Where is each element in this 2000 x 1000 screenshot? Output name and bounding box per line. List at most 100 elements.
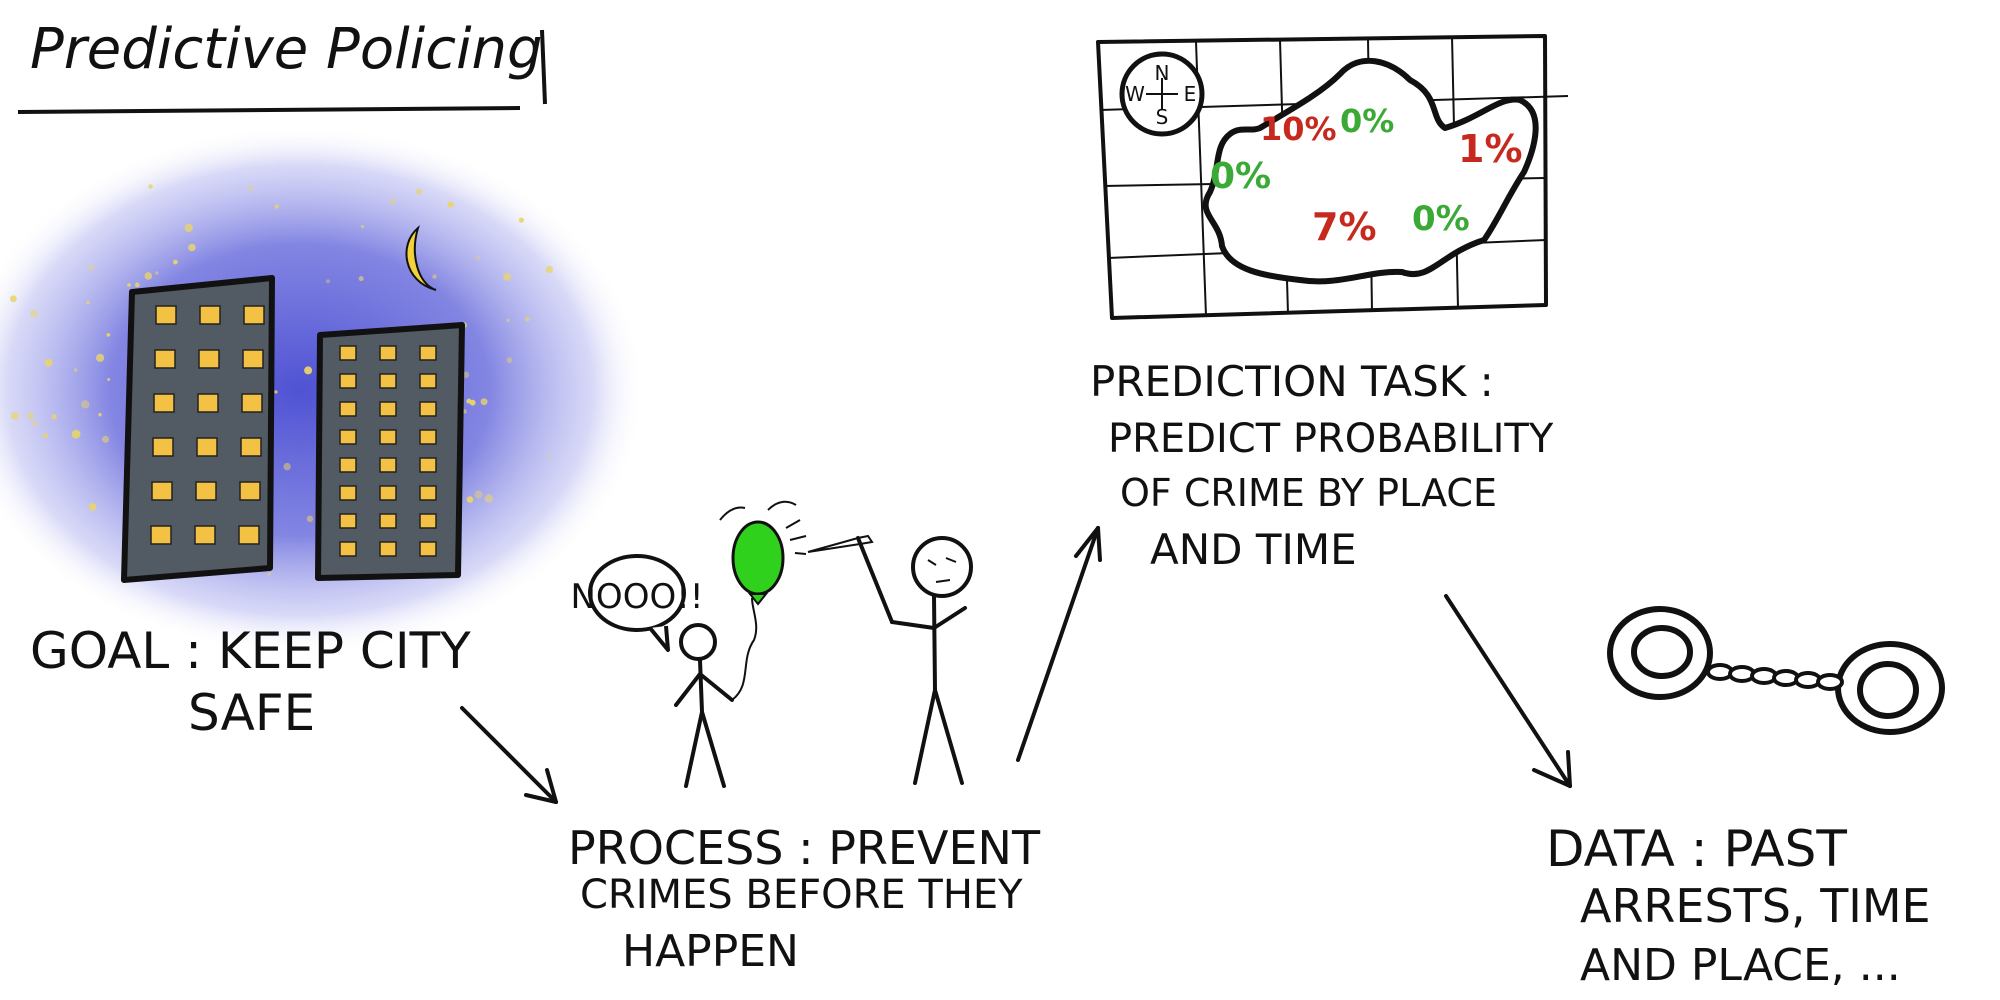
star xyxy=(474,490,483,499)
star xyxy=(447,201,454,208)
star xyxy=(484,494,493,503)
star xyxy=(51,414,57,420)
star xyxy=(518,217,525,223)
process-block: PROCESS : PREVENT CRIMES BEFORE THEY HAP… xyxy=(568,821,1041,977)
compass-south: S xyxy=(1156,105,1169,129)
building-window xyxy=(339,513,357,529)
building-window xyxy=(379,345,397,361)
star xyxy=(98,413,102,417)
star xyxy=(480,398,488,406)
building-window xyxy=(419,429,437,445)
building-window xyxy=(155,305,177,325)
arrow-process-to-prediction xyxy=(1016,526,1102,762)
star xyxy=(432,274,437,279)
compass-west: W xyxy=(1125,82,1145,106)
process-line-2: CRIMES BEFORE THEY xyxy=(580,872,1023,918)
prediction-line-1: PREDICTION TASK : xyxy=(1090,357,1494,406)
star xyxy=(274,390,278,394)
building-window xyxy=(154,349,176,369)
balloon-icon xyxy=(731,520,785,596)
building-window xyxy=(242,349,264,369)
star xyxy=(304,366,313,375)
star xyxy=(506,357,513,363)
building-window xyxy=(379,373,397,389)
building-window xyxy=(197,393,219,413)
compass-cross xyxy=(1146,78,1178,110)
star xyxy=(188,243,196,252)
building-window xyxy=(339,401,357,417)
building-window xyxy=(339,485,357,501)
star xyxy=(360,224,365,229)
star xyxy=(32,420,38,427)
building-window xyxy=(194,525,216,545)
building-window xyxy=(152,437,174,457)
building-window xyxy=(150,525,172,545)
star xyxy=(173,259,178,265)
star xyxy=(466,496,474,503)
building-window xyxy=(419,513,437,529)
building-window xyxy=(419,541,437,557)
star xyxy=(148,184,153,189)
star xyxy=(184,223,193,232)
building-window xyxy=(339,373,357,389)
star xyxy=(267,572,271,576)
balloon-string xyxy=(731,597,758,701)
crime-probability-map: N S E W 10% 0% 1% 0% 7% 0% xyxy=(1096,34,1569,320)
star xyxy=(73,368,78,372)
arrow-prediction-to-data xyxy=(1444,594,1572,788)
building-window xyxy=(196,437,218,457)
night-city-illustration xyxy=(0,125,645,655)
star xyxy=(389,198,396,205)
star xyxy=(127,283,131,287)
title-underline xyxy=(17,106,521,114)
cuff-left-inner xyxy=(1631,625,1693,679)
building-right xyxy=(315,322,465,581)
building-window xyxy=(379,401,397,417)
star xyxy=(326,279,330,284)
building-window xyxy=(379,457,397,473)
data-line-3: AND PLACE, ... xyxy=(1580,940,1901,991)
building-window xyxy=(199,305,221,325)
star xyxy=(248,185,253,191)
star xyxy=(547,454,551,458)
building-window xyxy=(379,429,397,445)
map-probability-label: 0% xyxy=(1210,156,1271,197)
star xyxy=(107,378,111,381)
balloon-scene: NOOO!! xyxy=(571,500,973,788)
handcuff-chain xyxy=(1706,663,1844,691)
goal-line-1: GOAL : KEEP CITY xyxy=(30,622,471,680)
star xyxy=(10,411,20,421)
star xyxy=(476,255,480,260)
speech-bubble-tail xyxy=(648,625,670,652)
building-window xyxy=(379,541,397,557)
handcuffs-icon xyxy=(1607,606,1945,735)
building-window xyxy=(339,457,357,473)
speech-bubble-text: NOOO!! xyxy=(571,577,704,617)
building-window xyxy=(243,305,265,325)
star xyxy=(545,265,554,274)
star xyxy=(466,398,472,404)
data-line-2: ARRESTS, TIME xyxy=(1580,879,1931,933)
arrow-goal-to-process xyxy=(460,706,558,804)
building-windows xyxy=(150,305,437,557)
building-window xyxy=(238,525,260,545)
data-block: DATA : PAST ARRESTS, TIME AND PLACE, ... xyxy=(1546,820,1931,991)
building-window xyxy=(339,345,357,361)
building-window xyxy=(240,437,262,457)
star xyxy=(283,462,291,471)
star xyxy=(44,358,53,367)
building-window xyxy=(153,393,175,413)
prediction-line-3: OF CRIME BY PLACE xyxy=(1120,471,1497,515)
star xyxy=(155,271,159,275)
star xyxy=(42,432,49,439)
building-window xyxy=(239,481,261,501)
prediction-line-4: AND TIME xyxy=(1150,525,1357,574)
map-probability-label: 0% xyxy=(1340,102,1394,140)
cuff-right-inner xyxy=(1857,661,1919,719)
building-window xyxy=(419,373,437,389)
adult-figure xyxy=(856,536,973,785)
title-block: Predictive Policing xyxy=(17,17,547,114)
goal-line-2: SAFE xyxy=(188,684,315,742)
map-probability-label: 7% xyxy=(1312,205,1377,249)
star xyxy=(81,400,90,409)
